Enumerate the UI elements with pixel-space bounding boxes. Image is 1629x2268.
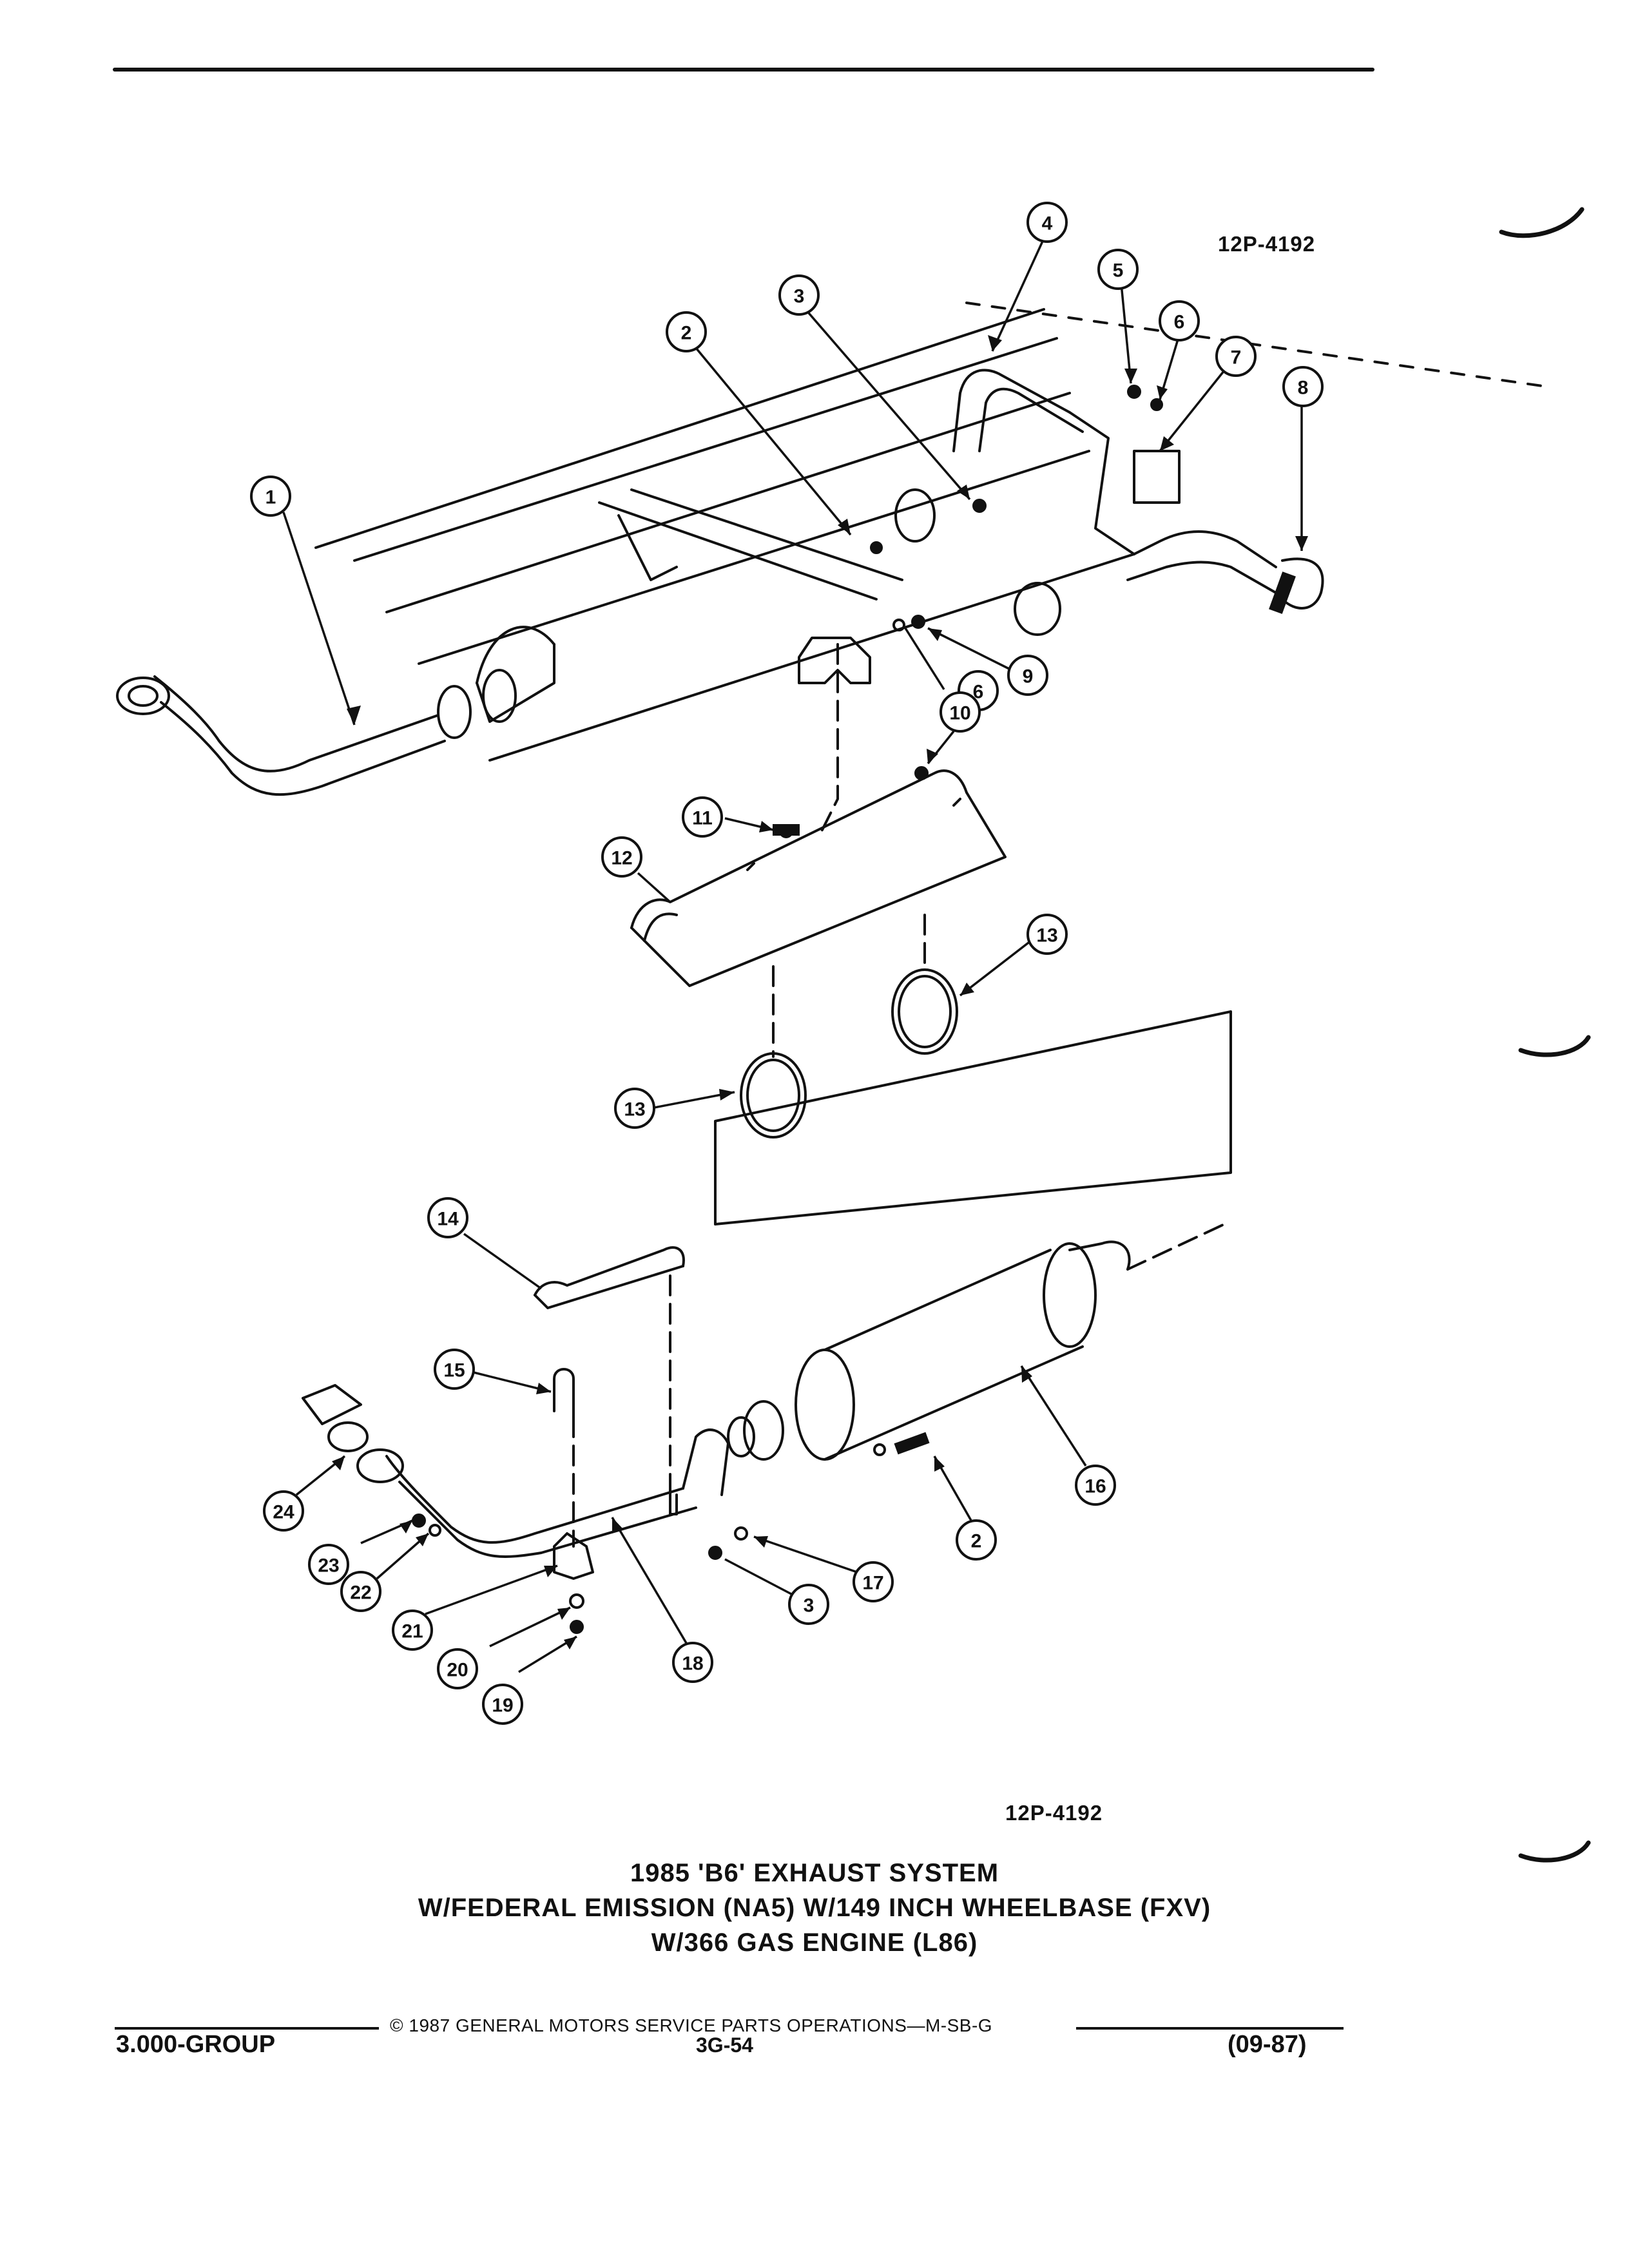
callout-12: 12 bbox=[611, 848, 632, 869]
lower-hanger bbox=[553, 1532, 594, 1580]
callout-6: 6 bbox=[973, 682, 984, 703]
footer-page-number: 3G-54 bbox=[696, 2033, 753, 2057]
converter-outline bbox=[714, 1010, 1232, 1225]
margin-marks bbox=[1499, 207, 1591, 1863]
callout-1: 1 bbox=[265, 487, 276, 508]
intermediate-pipe-upper bbox=[894, 369, 1324, 636]
copyright-line: © 1987 GENERAL MOTORS SERVICE PARTS OPER… bbox=[390, 2015, 993, 2035]
callout-13: 13 bbox=[1036, 925, 1057, 947]
callout-3: 3 bbox=[804, 1595, 815, 1617]
footer-group: 3.000-GROUP bbox=[116, 2031, 276, 2058]
figure-code-bottom: 12P-4192 bbox=[1005, 1801, 1103, 1825]
u-bolt bbox=[553, 1368, 575, 1419]
callout-13: 13 bbox=[624, 1099, 645, 1120]
callout-15: 15 bbox=[443, 1360, 465, 1381]
callout-23: 23 bbox=[318, 1555, 339, 1577]
tailpipe-shield bbox=[534, 1246, 685, 1496]
callout-21: 21 bbox=[401, 1621, 423, 1642]
callout-19: 19 bbox=[492, 1695, 513, 1716]
title-line-3: W/366 GAS ENGINE (L86) bbox=[651, 1928, 978, 1957]
callout-8: 8 bbox=[1298, 378, 1309, 399]
callout-20: 20 bbox=[447, 1660, 468, 1681]
callout-10: 10 bbox=[949, 703, 970, 724]
callout-2: 2 bbox=[971, 1531, 982, 1552]
callout-6: 6 bbox=[1174, 312, 1185, 333]
callout-24: 24 bbox=[273, 1502, 294, 1523]
callout-16: 16 bbox=[1084, 1476, 1106, 1497]
title-line-1: 1985 'B6' EXHAUST SYSTEM bbox=[630, 1859, 999, 1887]
callout-11: 11 bbox=[692, 808, 713, 829]
callout-3: 3 bbox=[794, 286, 805, 307]
callout-22: 22 bbox=[350, 1582, 371, 1604]
callout-7: 7 bbox=[1231, 347, 1242, 369]
callout-circles bbox=[250, 202, 1324, 1725]
shield-clamps bbox=[740, 914, 958, 1139]
leader-lines bbox=[282, 238, 1303, 1673]
callout-9: 9 bbox=[1023, 666, 1034, 687]
callout-14: 14 bbox=[437, 1209, 459, 1230]
front-exhaust-pipe bbox=[116, 669, 517, 796]
intermediate-pipe-lower bbox=[302, 1384, 729, 1558]
callout-2: 2 bbox=[681, 323, 692, 344]
fasteners bbox=[412, 385, 1296, 1634]
arrowheads bbox=[332, 335, 1308, 1649]
title-line-2: W/FEDERAL EMISSION (NA5) W/149 INCH WHEE… bbox=[418, 1894, 1211, 1922]
hanger-bracket bbox=[798, 637, 871, 684]
callout-numbers: 1234567896101112131314151621731819202122… bbox=[265, 213, 1309, 1716]
muffler bbox=[727, 1223, 1226, 1461]
diagram-title: 1985 'B6' EXHAUST SYSTEM W/FEDERAL EMISS… bbox=[0, 1856, 1629, 1960]
converter-upper bbox=[476, 626, 555, 723]
figure-code-top: 12P-4192 bbox=[1218, 232, 1316, 256]
callout-5: 5 bbox=[1113, 260, 1124, 282]
callout-17: 17 bbox=[862, 1573, 883, 1594]
footer-date: (09-87) bbox=[1228, 2031, 1307, 2058]
callout-18: 18 bbox=[682, 1653, 703, 1675]
callout-4: 4 bbox=[1042, 213, 1053, 235]
